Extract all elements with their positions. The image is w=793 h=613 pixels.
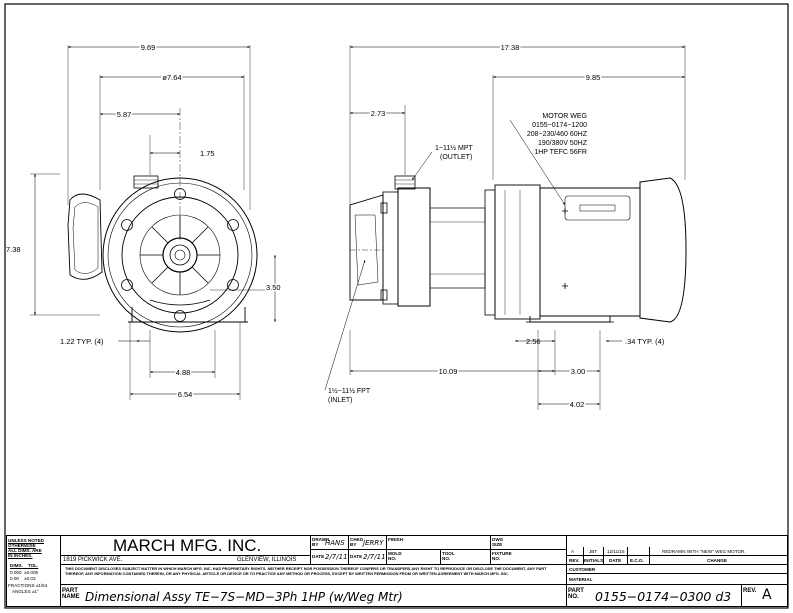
- dim-base-width: 6.54: [178, 390, 193, 399]
- revision-block: A JBT 12/11/15 REDRAWN WITH "NEW" WEG MO…: [567, 535, 788, 607]
- unless-noted-line2: OTHERWISE: [8, 543, 36, 548]
- company-name: MARCH MFG. INC.: [113, 536, 262, 555]
- part-no-cell: PART NO. 0155−0174−0300 d3: [567, 585, 742, 606]
- motor-note-line1: MOTOR WEG: [542, 113, 587, 120]
- chkd-by-label: CHKD BY: [350, 537, 364, 547]
- drawn-date-value: 2/7/11: [325, 553, 348, 561]
- proprietary-disclaimer: THIS DOCUMENT DISCLOSES SUBJECT MATTER I…: [65, 566, 547, 576]
- revision-initials: JBT: [589, 549, 598, 554]
- chkd-date-cell: DATE 2/7/11: [349, 550, 387, 565]
- angles-tolerance: ANGLES ±1°: [12, 589, 39, 594]
- dim-motor-length: 9.85: [586, 73, 601, 82]
- company-address: 1819 PICKWICK AVE.: [63, 557, 123, 563]
- front-view: [30, 45, 366, 400]
- motor-note-line2: 0155−0174−1200: [532, 122, 587, 129]
- mold-cell: MOLD NO.: [387, 550, 441, 565]
- rev-header-initials: INITIALS: [584, 558, 604, 563]
- dimension-labels: 9.69 ø7.64 5.87 1.75 7.38 3.50 1.22 TYP.…: [6, 42, 665, 411]
- unless-noted-line1: UNLESS NOTED: [8, 538, 44, 543]
- material-cell: MATERIAL: [567, 574, 787, 585]
- revision-row: A JBT 12/11/15 REDRAWN WITH "NEW" WEG MO…: [567, 547, 787, 556]
- tol-row1-tol: ±0.005: [24, 570, 39, 575]
- unless-noted-line4: IN INCHES.: [8, 553, 33, 558]
- dim-diameter: ø7.64: [162, 73, 181, 82]
- dim-shaft-height: 3.50: [266, 283, 281, 292]
- customer-label: CUSTOMER: [569, 567, 596, 572]
- rev-header-change: CHANGE: [707, 558, 727, 563]
- fractions-tolerance: FRACTIONS ±1/64: [8, 583, 48, 588]
- part-name-value: Dimensional Assy TE−7S−MD−3Ph 1HP (w/Weg…: [85, 590, 403, 604]
- drawn-date-cell: DATE 2/7/11: [311, 550, 349, 565]
- motor-note-line4: 190/380V 50HZ: [538, 140, 588, 147]
- company-city: GLENVIEW, ILLINOIS: [237, 557, 297, 563]
- rev-header-date: DATE: [609, 558, 622, 563]
- outlet-note-line1: 1−11½ MPT: [435, 144, 474, 152]
- revision-rev: A: [571, 549, 575, 554]
- dim-overall-length: 17.38: [501, 43, 520, 52]
- sheet-border: [4, 3, 789, 609]
- dim-foot-spacing: 3.00: [571, 367, 586, 376]
- dim-outlet-offset: 1.75: [200, 149, 215, 158]
- revision-date: 12/11/15: [607, 549, 625, 554]
- part-no-label: PART NO.: [568, 588, 584, 600]
- fixture-cell: FIXTURE NO.: [491, 550, 566, 565]
- side-view: [349, 45, 687, 410]
- finish-cell: FINISH: [387, 536, 491, 550]
- disclaimer-cell: THIS DOCUMENT DISCLOSES SUBJECT MATTER I…: [61, 565, 566, 585]
- dwg-size-cell: DWG SIZE: [491, 536, 566, 550]
- rev-label: REV.: [743, 588, 757, 594]
- dim-height: 7.38: [6, 245, 21, 254]
- part-name-cell: PART NAME Dimensional Assy TE−7S−MD−3Ph …: [61, 585, 566, 606]
- motor-note-line5: 1HP TEFC 56FR: [534, 149, 587, 156]
- chkd-date-value: 2/7/11: [363, 553, 386, 561]
- dim-half-width: 5.87: [117, 110, 132, 119]
- dim-foot-base: 4.02: [570, 400, 585, 409]
- outlet-note-line2: (OUTLET): [440, 154, 472, 161]
- tool-label: TOOL NO.: [442, 551, 455, 561]
- dim-foot-offset: 2.56: [526, 337, 541, 346]
- rev-header-rev: REV.: [569, 558, 580, 563]
- tolerance-block: UNLESS NOTED OTHERWISE ALL DIMS. ARE IN …: [7, 536, 61, 606]
- drawn-by-value: HANS: [325, 539, 345, 547]
- tol-row1-dim: 0.000: [10, 570, 22, 575]
- finish-label: FINISH: [388, 537, 404, 542]
- fixture-label: FIXTURE NO.: [492, 551, 512, 561]
- inlet-note-line2: (INLET): [328, 397, 353, 404]
- drawn-by-cell: DRAWN BY HANS: [311, 536, 349, 550]
- revision-header-row: REV. INITIALS DATE E.C.O. CHANGE: [567, 556, 787, 565]
- chkd-date-label: DATE: [350, 554, 363, 559]
- title-block: UNLESS NOTED OTHERWISE ALL DIMS. ARE IN …: [6, 535, 567, 607]
- material-label: MATERIAL: [569, 577, 593, 582]
- motor-note-line3: 208−230/460 60HZ: [527, 131, 588, 138]
- part-name-label: PART NAME: [62, 588, 80, 600]
- tol-header-tol: TOL.: [27, 563, 39, 568]
- mold-label: MOLD NO.: [388, 551, 402, 561]
- tol-row2-tol: ±0.03: [24, 576, 36, 581]
- dwg-size-label: DWG SIZE: [492, 537, 504, 547]
- dim-length-to-foot: 10.09: [439, 367, 458, 376]
- dim-overall-width: 9.69: [141, 43, 156, 52]
- tol-row2-dim: 0.00: [10, 576, 19, 581]
- dim-side-foot-slot: .34 TYP. (4): [625, 337, 665, 346]
- customer-cell: CUSTOMER: [567, 565, 787, 574]
- part-no-value: 0155−0174−0300 d3: [595, 589, 732, 604]
- company-cell: MARCH MFG. INC.: [61, 536, 311, 556]
- chkd-by-cell: CHKD BY JERRY: [349, 536, 387, 550]
- rev-value: A: [762, 587, 772, 603]
- tool-cell: TOOL NO.: [441, 550, 491, 565]
- drawn-date-label: DATE: [312, 554, 325, 559]
- rev-header-eco: E.C.O.: [630, 558, 644, 563]
- drawn-by-label: DRAWN BY: [312, 537, 330, 547]
- dim-pump-offset: 2.73: [371, 109, 386, 118]
- chkd-by-value: JERRY: [363, 539, 384, 547]
- unless-noted-line3: ALL DIMS. ARE: [8, 548, 42, 553]
- revision-change: REDRAWN WITH "NEW" WEG MOTOR.: [662, 549, 746, 554]
- address-cell: 1819 PICKWICK AVE. GLENVIEW, ILLINOIS: [61, 556, 311, 565]
- tol-header-dims: DIMS.: [10, 563, 23, 568]
- dim-front-foot-slot: 1.22 TYP. (4): [60, 337, 104, 346]
- rev-cell: REV. A: [742, 585, 787, 606]
- dim-bolt-spacing: 4.88: [176, 368, 191, 377]
- inlet-note-line1: 1½−11½ FPT: [328, 387, 371, 395]
